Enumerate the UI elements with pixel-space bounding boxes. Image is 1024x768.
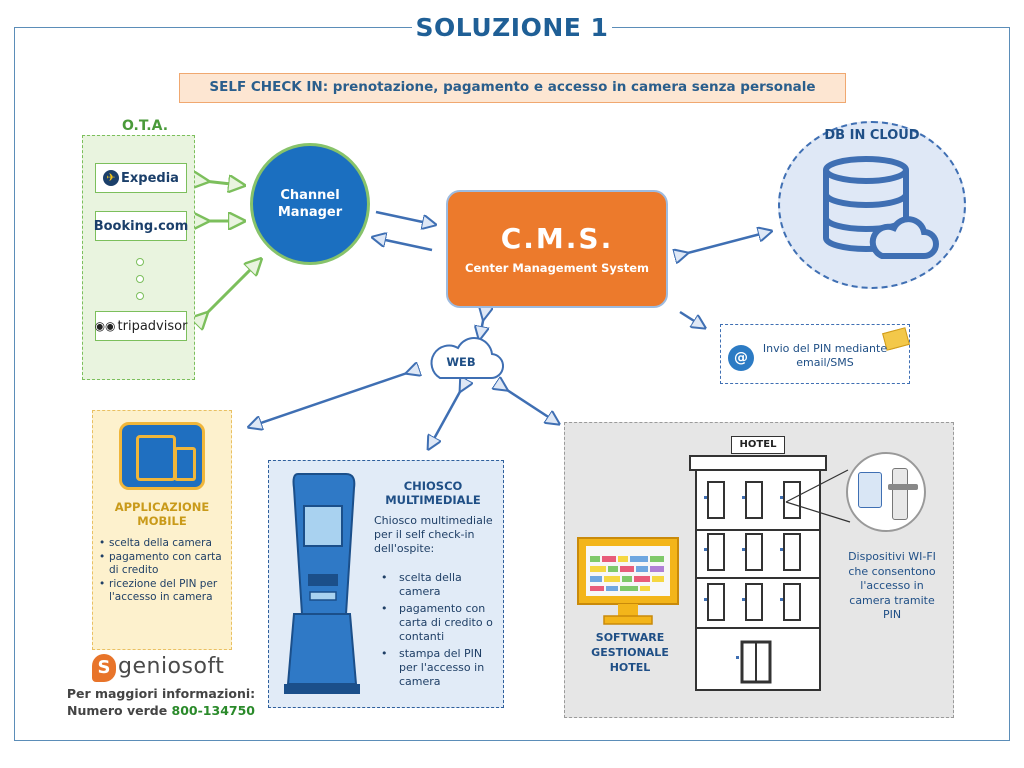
- arrow-web-kiosk: [430, 388, 462, 446]
- list-item: stampa del PIN per l'accesso in camera: [377, 647, 495, 689]
- ellipsis-dot: [136, 258, 144, 266]
- channel-manager-node: Channel Manager: [250, 143, 370, 265]
- channel-manager-line2: Manager: [277, 205, 343, 220]
- ota-expedia: ✈ Expedia: [95, 163, 187, 193]
- smart-lock-icon: [846, 452, 926, 532]
- arrow-web-hotel: [504, 388, 556, 422]
- info-line2: Numero verde 800-134750: [66, 703, 256, 718]
- ota-label: O.T.A.: [121, 118, 169, 134]
- pin-line2: email/SMS: [796, 356, 854, 369]
- arrow-cms-to-channel: [376, 238, 433, 252]
- info-line1: Per maggiori informazioni:: [66, 686, 256, 701]
- arrow-channel-to-cms: [375, 210, 432, 224]
- mobile-app-title: APPLICAZIONE MOBILE: [96, 500, 228, 528]
- arrow-cms-db: [684, 232, 768, 254]
- arrow-expedia-channel: [204, 181, 240, 185]
- hotel-sign: HOTEL: [731, 436, 785, 454]
- wifi-devices-text: Dispositivi WI-FI che consentono l'acces…: [848, 550, 936, 621]
- kiosk-machine-icon: [284, 473, 360, 694]
- expedia-plane-icon: ✈: [103, 170, 120, 186]
- page-title: SOLUZIONE 1: [412, 8, 612, 48]
- database-cloud-icon: [823, 156, 939, 259]
- arrow-tripadvisor-channel: [204, 262, 258, 316]
- app-title-line1: APPLICAZIONE: [114, 500, 210, 514]
- kiosk-title: CHIOSCO MULTIMEDIALE: [372, 479, 494, 507]
- list-item: pagamento con carta di credito: [98, 551, 230, 577]
- arrow-cms-pin: [679, 310, 702, 326]
- zoom-connector-lines: [785, 469, 851, 523]
- web-label: WEB: [446, 355, 476, 369]
- geniosoft-logo-text: geniosoft: [118, 654, 225, 679]
- web-cloud-icon: [430, 337, 504, 380]
- info-line2-prefix: Numero verde: [66, 703, 168, 718]
- hotel-software-label: SOFTWARE GESTIONALE HOTEL: [584, 630, 676, 675]
- list-item: pagamento con carta di credito o contant…: [377, 602, 495, 644]
- subtitle-banner: SELF CHECK IN: prenotazione, pagamento e…: [179, 73, 846, 103]
- tripadvisor-owl-icon: ◉◉: [94, 319, 116, 333]
- phone-number[interactable]: 800-134750: [171, 703, 255, 718]
- pin-line1: Invio del PIN mediante: [762, 342, 888, 355]
- cms-title: C.M.S.: [500, 222, 614, 255]
- kiosk-title-line1: CHIOSCO: [403, 479, 463, 493]
- app-title-line2: MOBILE: [137, 514, 187, 528]
- ellipsis-dot: [136, 275, 144, 283]
- ota-booking-label: Booking.com: [93, 218, 189, 234]
- mobile-app-features: scelta della camera pagamento con carta …: [98, 537, 230, 605]
- channel-manager-line1: Channel: [280, 188, 340, 203]
- list-item: ricezione del PIN per l'accesso in camer…: [98, 578, 230, 604]
- db-label: DB IN CLOUD: [824, 128, 920, 143]
- geniosoft-logo-icon: S: [92, 654, 116, 682]
- tablet-phone-icon: [119, 422, 205, 490]
- kiosk-features: scelta della camera pagamento con carta …: [377, 571, 495, 692]
- list-item: scelta della camera: [377, 571, 495, 599]
- cms-subtitle: Center Management System: [465, 261, 649, 275]
- software-line1: SOFTWARE: [595, 631, 665, 644]
- ellipsis-dot: [136, 292, 144, 300]
- software-line3: HOTEL: [609, 661, 651, 674]
- arrow-cms-web: [480, 316, 484, 336]
- software-line2: GESTIONALE: [591, 646, 669, 659]
- monitor-software-icon: [577, 537, 679, 625]
- ota-tripadvisor-label: tripadvisor: [117, 318, 188, 334]
- ota-tripadvisor: ◉◉ tripadvisor: [95, 311, 187, 341]
- email-at-icon: @: [728, 345, 754, 371]
- arrow-web-app: [252, 372, 410, 426]
- list-item: scelta della camera: [98, 537, 230, 550]
- ota-expedia-label: Expedia: [121, 170, 179, 186]
- cms-node: C.M.S. Center Management System: [446, 190, 668, 308]
- pin-delivery-text: Invio del PIN mediante email/SMS: [760, 342, 890, 370]
- ota-booking: Booking.com: [93, 211, 189, 241]
- kiosk-title-line2: MULTIMEDIALE: [385, 493, 481, 507]
- kiosk-description: Chiosco multimediale per il self check-i…: [374, 514, 493, 555]
